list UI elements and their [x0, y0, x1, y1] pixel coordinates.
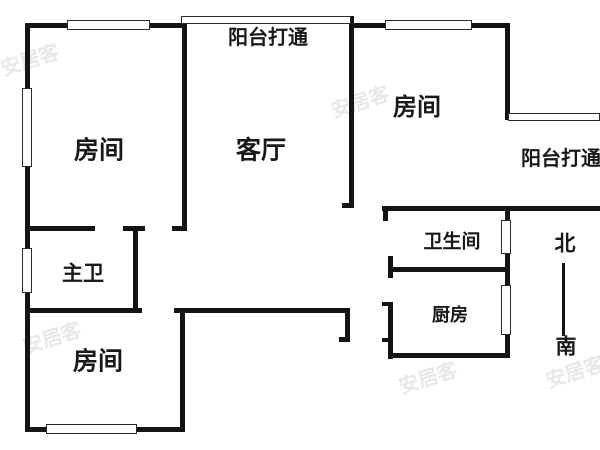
wall-hall-corner-foot: [339, 337, 350, 342]
wall-kitchen-left: [388, 302, 393, 359]
compass-south-label: 南: [555, 334, 577, 359]
compass-line: [562, 263, 565, 336]
wall-living-right: [349, 16, 354, 208]
room-label-kitchen: 厨房: [432, 305, 468, 326]
wall-kitchen-left-nub-top: [382, 302, 389, 306]
wall-divider-bedroom1-living: [182, 16, 187, 231]
wall-hall-corner: [345, 308, 350, 342]
compass-north-label: 北: [554, 231, 576, 256]
wall-living-right-foot: [342, 203, 354, 208]
window-bedroom1-top: [67, 20, 150, 30]
watermark-text: 安居客: [327, 81, 393, 123]
wall-bath-kitchen-right: [505, 206, 510, 358]
room-label-bedroom-top-right: 房间: [393, 93, 441, 121]
wall-kitchen-left-nub-bottom: [382, 338, 389, 342]
wall-masterbath-right: [133, 226, 138, 313]
wall-right-section-south: [382, 206, 600, 211]
wall-hallway-south: [174, 308, 347, 313]
window-left-upper: [22, 88, 32, 167]
wall-bathroom-door-jamb-bottom: [388, 256, 393, 269]
wall-bedroom3-right: [180, 308, 185, 431]
window-bedroom2-top: [385, 20, 472, 30]
wall-bedroom2-right: [505, 23, 510, 120]
watermark-text: 安居客: [395, 357, 461, 399]
watermark-text: 安居客: [0, 39, 63, 81]
wall-masterbath-bottom: [25, 308, 142, 313]
wall-divider-foot: [172, 226, 187, 231]
wall-bedroom1-bottom-right: [123, 226, 145, 231]
window-kitchen-right: [501, 285, 511, 335]
wall-bathroom-door-jamb-top: [383, 208, 388, 221]
wall-kitchen-bottom: [388, 353, 510, 358]
room-label-bedroom-top-left: 房间: [73, 135, 125, 165]
room-label-living-room: 客厅: [235, 135, 287, 165]
room-label-master-bath: 主卫: [62, 261, 104, 286]
window-masterbath-left: [22, 248, 32, 293]
room-label-bathroom: 卫生间: [423, 230, 481, 253]
wall-kitchen-door-jamb: [388, 270, 393, 278]
window-balcony-top: [181, 16, 351, 24]
room-label-balcony-right: 阳台打通: [521, 146, 600, 170]
wall-bathroom-kitchen-divider: [388, 267, 510, 272]
window-balcony-right: [508, 113, 600, 121]
wall-bedroom1-bottom-left: [25, 226, 95, 231]
watermark-text: 安居客: [542, 351, 600, 393]
window-bedroom3-bottom: [46, 424, 137, 434]
room-label-balcony-top: 阳台打通: [228, 25, 308, 49]
window-bathroom-right: [501, 220, 511, 254]
room-label-bedroom-bottom-left: 房间: [72, 346, 124, 376]
